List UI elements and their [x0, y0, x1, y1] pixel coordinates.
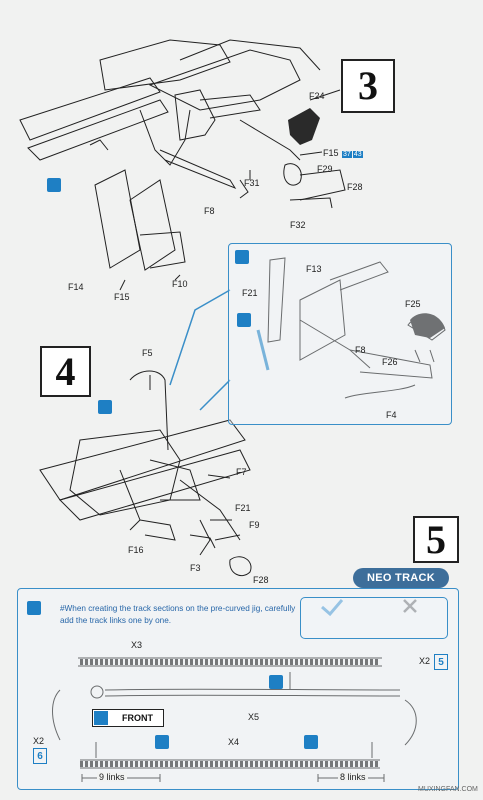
part-label-f4: F4 [386, 410, 397, 420]
subassembly-detail-box [228, 243, 452, 425]
quantity-x2-top: X2 [419, 656, 431, 666]
part-label-f16: F16 [128, 545, 144, 555]
pencil-note-icon [27, 601, 41, 615]
track-assembly-panel [17, 588, 459, 790]
pencil-note-icon [235, 250, 249, 264]
part-label-f28: F28 [347, 182, 363, 192]
fold-icon [155, 735, 169, 749]
pencil-note-icon [94, 711, 108, 725]
jig-instruction-note: #When creating the track sections on the… [60, 604, 296, 625]
eight-links-label: 8 links [338, 772, 368, 782]
quantity-x4: X4 [228, 737, 240, 747]
step-5-number: 5 [413, 516, 459, 563]
part-label-f15-text: F15 [323, 148, 339, 158]
part-label-f31: F31 [244, 178, 260, 188]
front-label: FRONT [122, 713, 153, 723]
part-label-f14: F14 [68, 282, 84, 292]
part-label-f3: F3 [190, 563, 201, 573]
quantity-5-box: 5 [434, 654, 448, 670]
nine-links-label: 9 links [97, 772, 127, 782]
part-label-f5: F5 [142, 348, 153, 358]
fold-icon [269, 675, 283, 689]
quantity-x3: X3 [131, 640, 143, 650]
part-label-f21: F21 [235, 503, 251, 513]
part-label-f10: F10 [172, 279, 188, 289]
watermark: MUXINGFAN.COM [418, 786, 478, 793]
part-label-f15: F15 [114, 292, 130, 302]
part-label-f13: F13 [306, 264, 322, 274]
glue-icon [47, 178, 61, 192]
ref-badge-43: 43 [352, 151, 363, 158]
quantity-6-box: 6 [33, 748, 47, 764]
step-4-number: 4 [40, 346, 91, 397]
part-label-f8: F8 [204, 206, 215, 216]
part-label-f7: F7 [236, 467, 247, 477]
part-label-f9: F9 [249, 520, 260, 530]
part-label-f24: F24 [309, 91, 325, 101]
part-label-f21: F21 [242, 288, 258, 298]
quantity-x2-left: X2 [33, 736, 45, 746]
part-label-f29: F29 [317, 164, 333, 174]
glue-icon [98, 400, 112, 414]
part-label-f32: F32 [290, 220, 306, 230]
part-label-f26: F26 [382, 357, 398, 367]
part-label-f25: F25 [405, 299, 421, 309]
part-label-f28: F28 [253, 575, 269, 585]
ref-badge-37: 37 [342, 151, 352, 158]
neo-track-badge: NEO TRACK [353, 568, 449, 588]
part-label-f8: F8 [355, 345, 366, 355]
jig-method-box [300, 597, 448, 639]
fold-icon [304, 735, 318, 749]
quantity-x5: X5 [248, 712, 260, 722]
glue-icon [237, 313, 251, 327]
front-indicator: FRONT [92, 709, 164, 727]
step-3-number: 3 [341, 59, 395, 113]
